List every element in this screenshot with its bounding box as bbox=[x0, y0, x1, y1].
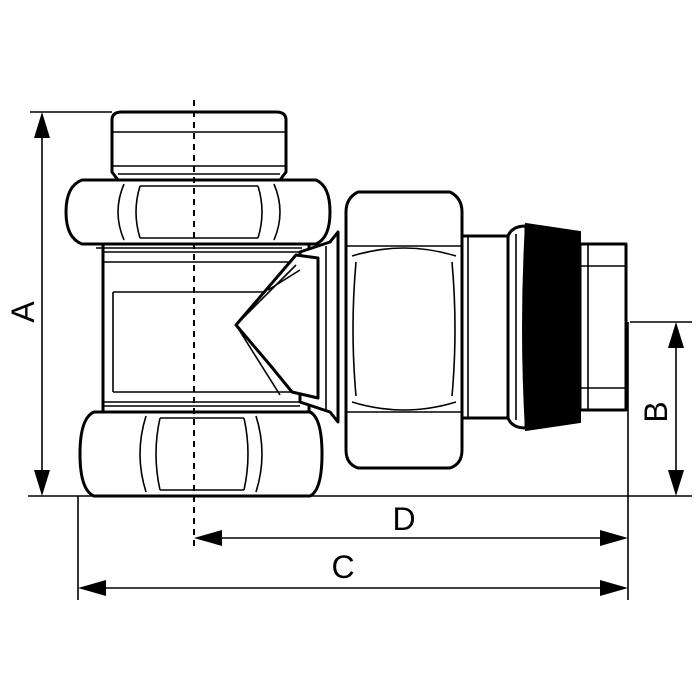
label-a: A bbox=[5, 301, 41, 323]
label-c: C bbox=[331, 549, 354, 585]
label-b: B bbox=[638, 401, 674, 422]
tailpiece bbox=[460, 234, 510, 420]
dimension-a bbox=[34, 112, 50, 496]
seal-ring bbox=[506, 222, 581, 432]
threaded-connector bbox=[578, 242, 628, 412]
valve-body bbox=[64, 100, 628, 546]
upper-hex-nut bbox=[64, 178, 332, 249]
top-cap bbox=[110, 110, 288, 182]
union-hex-nut bbox=[344, 190, 464, 470]
dimension-d bbox=[194, 530, 628, 546]
lower-hex-nut bbox=[78, 405, 324, 498]
dimension-b bbox=[668, 322, 684, 496]
dimension-labels: A B D C bbox=[5, 301, 674, 585]
dimension-c bbox=[78, 580, 628, 596]
outlet-neck bbox=[234, 230, 340, 424]
dimension-lines bbox=[28, 111, 692, 600]
label-d: D bbox=[392, 501, 415, 537]
